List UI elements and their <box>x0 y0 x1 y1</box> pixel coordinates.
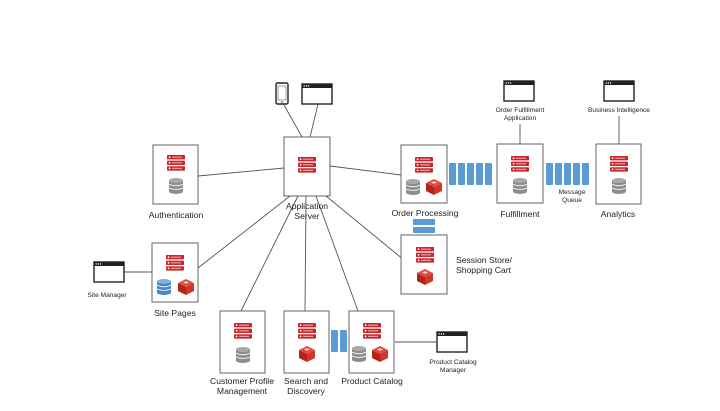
session-store-box <box>400 234 448 295</box>
analytics-label: Analytics <box>601 209 635 219</box>
authentication-label: Authentication <box>149 210 204 220</box>
link-appserver-sitepages <box>197 195 291 269</box>
blue-database-icon <box>156 278 172 296</box>
server-icon <box>166 255 184 271</box>
app-server-label-line1: Application <box>286 201 328 211</box>
order-processing-box <box>400 144 448 204</box>
server-icon <box>610 156 628 172</box>
product-catalog-manager-label-line2: Manager <box>440 367 467 374</box>
search-label-line2: Discovery <box>287 386 325 396</box>
session-store-label-line2: Shopping Cart <box>456 265 512 275</box>
server-icon <box>167 155 185 171</box>
link-appserver-order <box>329 165 402 176</box>
customer-profile-label-line1: Customer Profile <box>210 376 274 386</box>
product-catalog-manager-label-line1: Product Catalog <box>429 359 477 366</box>
queue-order-to-session <box>413 219 435 233</box>
message-queue-label-line2: Queue <box>562 197 582 204</box>
product-catalog-manager-browser-icon <box>436 331 468 353</box>
site-manager-browser-icon <box>93 261 125 283</box>
database-icon <box>405 178 421 196</box>
customer-profile-label-line2: Management <box>217 386 268 396</box>
authentication-box <box>152 144 199 205</box>
app-server-label-line2: Server <box>294 211 319 221</box>
link-browser-appserver <box>309 103 319 138</box>
fulfillment-label: Fulfillment <box>500 209 540 219</box>
server-icon <box>298 157 316 173</box>
order-fulfillment-app-label-line1: Order Fulfillment <box>496 107 545 114</box>
link-appserver-catalog <box>315 195 359 312</box>
link-appserver-customer <box>240 195 299 312</box>
order-fulfillment-app-browser-icon <box>503 80 535 102</box>
database-icon <box>235 346 251 364</box>
link-appserver-search <box>304 195 307 312</box>
server-icon <box>416 247 434 263</box>
database-icon <box>168 177 184 195</box>
message-queue-label-line1: Message <box>559 189 586 196</box>
link-phone-appserver <box>283 104 303 138</box>
customer-profile-box <box>219 310 266 374</box>
queue-search-to-catalog <box>331 330 347 352</box>
business-intelligence-label: Business Intelligence <box>588 107 650 114</box>
link-auth-appserver <box>197 167 285 177</box>
site-pages-label: Site Pages <box>154 308 196 318</box>
browser-window-icon <box>301 83 333 105</box>
order-processing-label: Order Processing <box>392 208 459 218</box>
mobile-phone-icon <box>275 82 289 105</box>
product-catalog-label: Product Catalog <box>341 376 403 386</box>
server-icon <box>234 323 252 339</box>
database-icon <box>512 177 528 195</box>
search-label-line1: Search and <box>284 376 328 386</box>
server-icon <box>363 323 381 339</box>
database-icon <box>611 177 627 195</box>
link-appserver-session <box>325 195 405 261</box>
site-manager-label: Site Manager <box>87 292 127 299</box>
session-store-label-line1: Session Store/ <box>456 255 513 265</box>
server-icon <box>298 323 316 339</box>
server-icon <box>415 157 433 173</box>
connections <box>124 103 620 343</box>
message-queue-icon <box>546 163 589 185</box>
order-fulfillment-app-label-line2: Application <box>504 115 537 122</box>
search-box <box>283 310 330 374</box>
business-intelligence-browser-icon <box>603 80 635 102</box>
queue-order-to-fulfillment <box>449 163 492 185</box>
product-catalog-box <box>348 310 395 374</box>
fulfillment-box <box>496 143 544 204</box>
analytics-box <box>595 143 642 205</box>
server-icon <box>511 156 529 172</box>
database-icon <box>351 345 367 363</box>
